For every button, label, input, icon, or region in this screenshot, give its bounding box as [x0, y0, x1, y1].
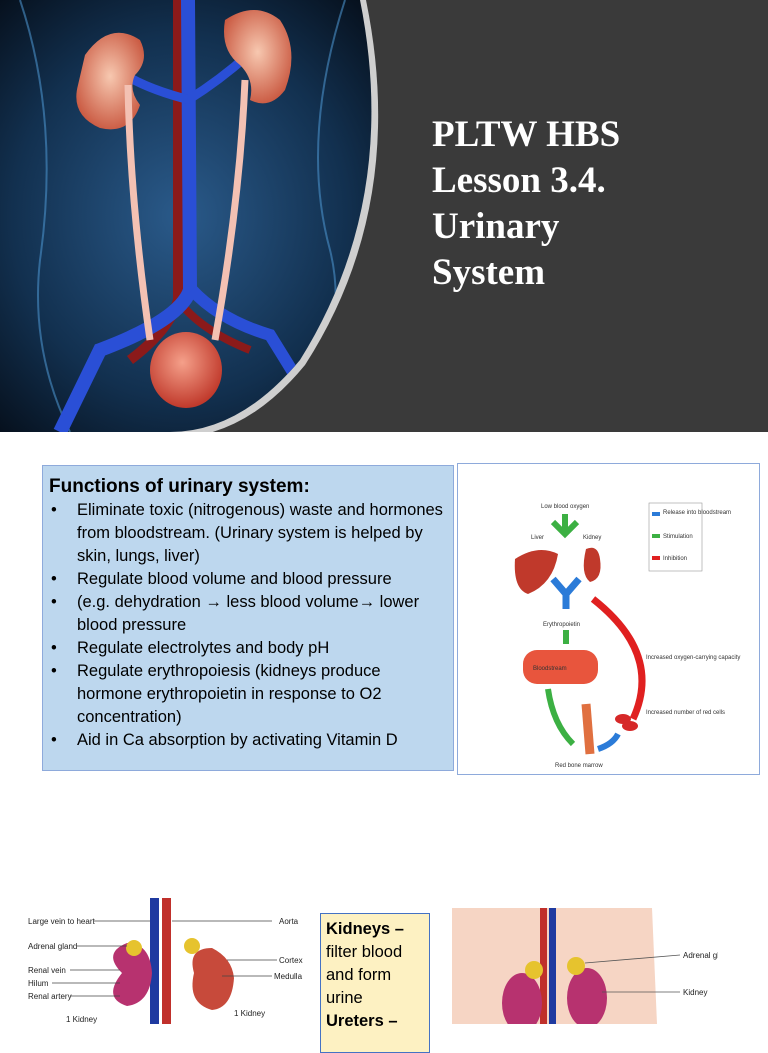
kidneys-heading: Kidneys – [326, 920, 404, 938]
release-arrow [550, 576, 582, 609]
stimulation-arrow [545, 688, 576, 747]
left-kidney-illustration [113, 943, 152, 1006]
text-line: filter blood [326, 943, 403, 961]
list-item: Regulate blood volume and blood pressure [49, 568, 447, 591]
aorta-illustration [540, 908, 547, 1024]
increased-capacity-label: Increased oxygen-carrying capacity [646, 655, 740, 661]
functions-text-box: Functions of urinary system: Eliminate t… [42, 465, 454, 771]
vena-cava-illustration [549, 908, 556, 1024]
diagram-label: Adrenal gland [683, 951, 718, 960]
title-line: Lesson 3.4. [432, 160, 606, 201]
kidney-illustration [583, 547, 601, 582]
kidney-label: Kidney [583, 535, 601, 541]
list-item: Regulate electrolytes and body pH [49, 637, 447, 660]
bone-marrow-illustration [581, 703, 595, 755]
title-line: Urinary [432, 206, 560, 247]
ureters-heading: Ureters – [326, 1012, 398, 1030]
list-item: Aid in Ca absorption by activating Vitam… [49, 729, 447, 752]
urinary-anatomy-illustration [0, 0, 379, 432]
diagram-label: Cortex [279, 956, 303, 965]
adrenal-gland-illustration [525, 961, 543, 979]
functions-heading: Functions of urinary system: [49, 476, 310, 497]
low-oxygen-label: Low blood oxygen [541, 504, 589, 510]
bloodstream-label: Bloodstream [533, 666, 567, 672]
list-item: Regulate erythropoiesis (kidneys produce… [49, 660, 447, 729]
diagram-label: Hilum [28, 979, 49, 988]
slide-title: PLTW HBS Lesson 3.4. Urinary System [432, 112, 752, 296]
stimulation-arrow [550, 514, 580, 539]
body-kidney-diagram: Adrenal gland Kidney [452, 908, 718, 1024]
release-arrow [596, 732, 621, 752]
legend-item: Release into bloodstream [663, 510, 731, 516]
right-kidney-illustration [567, 968, 607, 1024]
inhibition-arrow [590, 596, 646, 721]
adrenal-gland-illustration [184, 938, 200, 954]
legend-item: Inhibition [663, 556, 687, 562]
adrenal-gland-illustration [567, 957, 585, 975]
increased-cells-label: Increased number of red cells [646, 710, 725, 716]
adrenal-gland-illustration [126, 940, 142, 956]
kidney-section-diagram: Large vein to heart Adrenal gland Renal … [28, 898, 303, 1024]
erythropoiesis-diagram-svg: Low blood oxygen Liver Kidney Erythropoi… [514, 502, 740, 769]
diagram-label: Kidney [683, 988, 707, 997]
title-line: PLTW HBS [432, 114, 621, 155]
liver-label: Liver [531, 535, 544, 541]
red-cell-illustration [622, 721, 638, 731]
bone-marrow-label: Red bone marrow [555, 763, 603, 769]
diagram-label: Large vein to heart [28, 917, 95, 926]
bloodstream-tube [523, 650, 598, 684]
title-line: System [432, 252, 546, 293]
erythropoietin-label: Erythropoietin [543, 622, 580, 628]
left-kidney-illustration [502, 973, 542, 1024]
text-line: urine [326, 989, 363, 1007]
vena-cava-illustration [150, 898, 159, 1024]
diagram-label: 1 Kidney [234, 1009, 265, 1018]
diagram-label: Adrenal gland [28, 942, 77, 951]
diagram-label: Renal artery [28, 992, 72, 1001]
erythropoiesis-diagram: Low blood oxygen Liver Kidney Erythropoi… [457, 463, 760, 775]
aorta-illustration [162, 898, 171, 1024]
title-slide: PLTW HBS Lesson 3.4. Urinary System [0, 0, 768, 432]
diagram-label: 1 Kidney [66, 1015, 97, 1024]
diagram-label: Aorta [279, 917, 299, 926]
text-line: and form [326, 966, 392, 984]
diagram-label: Renal vein [28, 966, 66, 975]
kidneys-text-box: Kidneys – filter blood and form urine Ur… [320, 913, 430, 1053]
list-item: (e.g. dehydration → less blood volume→ l… [49, 591, 447, 637]
right-kidney-illustration [192, 948, 234, 1010]
legend-item: Stimulation [663, 534, 693, 540]
list-item: Eliminate toxic (nitrogenous) waste and … [49, 499, 447, 568]
liver-illustration [514, 550, 558, 594]
functions-list: Eliminate toxic (nitrogenous) waste and … [49, 499, 447, 752]
diagram-label: Medulla [274, 972, 303, 981]
